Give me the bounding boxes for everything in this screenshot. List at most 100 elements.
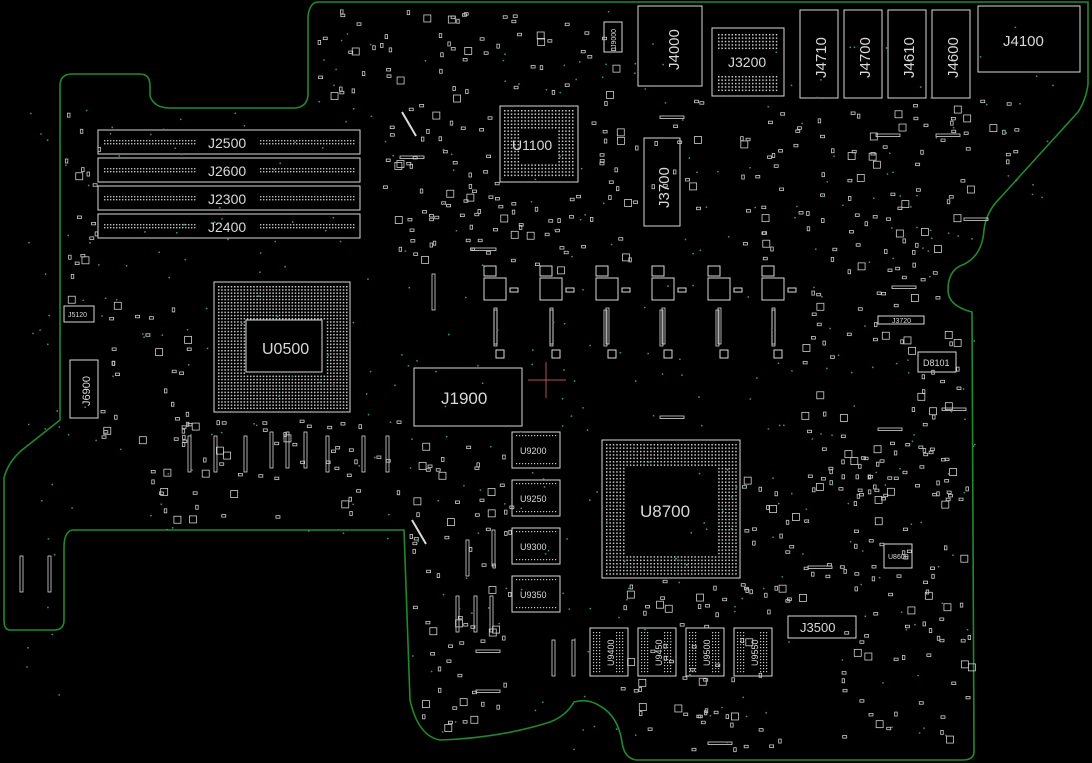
smd-component (731, 712, 739, 721)
via (652, 414, 655, 417)
smd-component (406, 162, 412, 166)
smd-component (325, 460, 331, 464)
via (777, 502, 780, 505)
smd-component (664, 604, 673, 613)
smd-component (932, 492, 938, 497)
smd-component (115, 372, 120, 377)
smd-component (785, 519, 790, 525)
smd-component (936, 480, 940, 486)
via (463, 484, 465, 487)
smd-component (699, 101, 705, 105)
smd-component (171, 401, 175, 407)
smd-component (854, 572, 860, 576)
smd-component (673, 169, 677, 175)
via (166, 528, 168, 531)
smd-component (897, 206, 903, 210)
via (985, 103, 988, 106)
smd-component (638, 703, 647, 711)
smd-component (455, 500, 460, 504)
via (833, 155, 835, 158)
smd-component (743, 242, 748, 246)
smd-component (457, 673, 463, 678)
via (837, 354, 840, 357)
j2300-label: J2300 (208, 191, 246, 207)
bulk-capacitor (325, 435, 330, 473)
via (755, 377, 758, 380)
via (552, 321, 555, 324)
via (681, 374, 683, 377)
via (703, 522, 706, 524)
j4710-label: J4710 (813, 37, 830, 78)
via (698, 396, 700, 398)
smd-component (857, 488, 863, 492)
smd-component (873, 484, 877, 490)
smd-component (839, 414, 848, 422)
smd-component (871, 576, 876, 582)
smd-component (758, 728, 764, 732)
via (367, 413, 370, 416)
smd-component (614, 167, 618, 173)
smd-component (376, 455, 382, 459)
via (220, 286, 223, 289)
smd-component (656, 600, 664, 609)
connector-j4700: J4700 (843, 9, 883, 99)
via (545, 88, 548, 91)
via (234, 112, 237, 115)
resistor (733, 287, 743, 293)
smd-component (868, 539, 874, 543)
via (333, 84, 335, 87)
smd-component (608, 195, 612, 200)
smd-component (219, 462, 225, 466)
smd-component (802, 360, 808, 365)
via (125, 264, 128, 267)
smd-component (423, 14, 432, 23)
smd-component (452, 86, 456, 91)
via (1005, 131, 1008, 134)
via (332, 384, 335, 387)
smd-component (859, 493, 864, 497)
inductor (651, 277, 675, 301)
bulk-capacitor (493, 309, 498, 347)
via (586, 429, 589, 431)
via (920, 521, 923, 524)
smd-component (548, 219, 554, 223)
u9250-label: U9250 (520, 494, 547, 504)
smd-component (923, 123, 929, 128)
via (860, 583, 863, 586)
smd-component (389, 133, 395, 137)
smd-component (854, 586, 858, 592)
smd-component (821, 218, 825, 223)
smd-component (408, 107, 414, 112)
via (1015, 179, 1018, 182)
via (841, 204, 844, 207)
smd-component (879, 542, 885, 547)
via (554, 229, 557, 231)
smd-component (599, 161, 605, 166)
smd-component (673, 124, 679, 128)
smd-component (894, 110, 903, 119)
smd-component (189, 515, 197, 524)
smd-component (795, 129, 801, 133)
smd-component (626, 590, 635, 599)
smd-component (456, 18, 460, 24)
smd-component (868, 475, 874, 479)
connector-j4100: J4100 (977, 5, 1081, 73)
via (853, 46, 856, 49)
chip-u8600: U8600 (883, 543, 913, 569)
via (947, 232, 950, 235)
smd-component (468, 183, 473, 189)
smd-component (135, 314, 140, 319)
smd-component (434, 215, 440, 220)
via (790, 84, 793, 87)
smd-component (460, 126, 466, 130)
via (479, 489, 482, 492)
smd-component (841, 474, 845, 480)
smd-component (874, 517, 883, 526)
smd-component (480, 639, 486, 643)
via (180, 153, 183, 156)
smd-component (580, 49, 586, 54)
via (821, 195, 824, 198)
resistor (677, 287, 687, 293)
via (605, 63, 608, 66)
